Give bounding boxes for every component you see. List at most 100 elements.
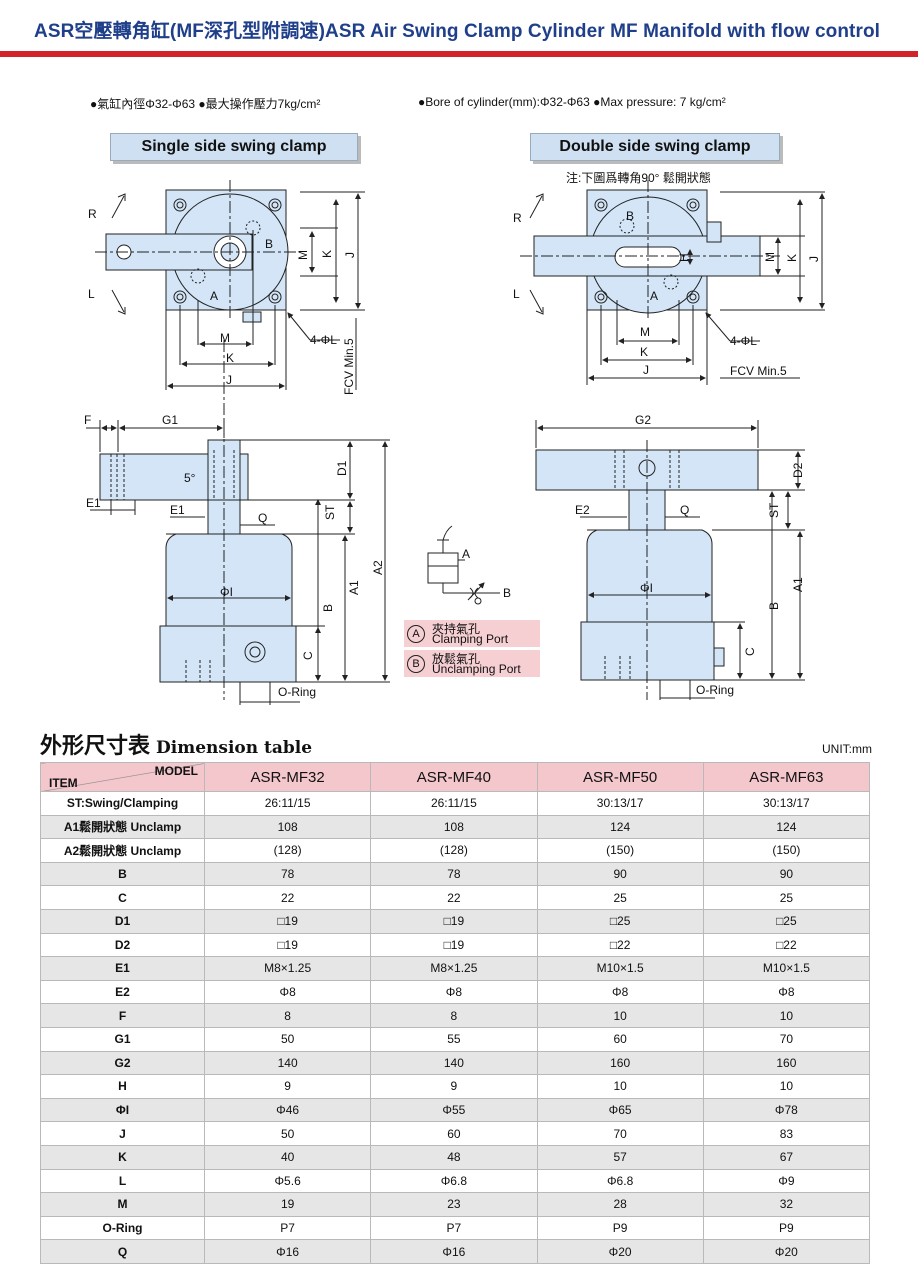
dim-a1-double: A1 bbox=[791, 577, 805, 592]
table-cell: (150) bbox=[536, 838, 704, 863]
table-cell: Φ65 bbox=[536, 1097, 704, 1123]
dim-l-double: L bbox=[513, 287, 520, 301]
table-cell: □19 bbox=[370, 908, 538, 934]
dim-g2: G2 bbox=[635, 413, 651, 427]
table-cell: 78 bbox=[370, 861, 538, 887]
table-cell: 67 bbox=[702, 1144, 871, 1170]
dim-e1-b: E1 bbox=[170, 503, 185, 517]
legend-a-en: Clamping Port bbox=[432, 632, 509, 646]
model-header: ASR-MF40 bbox=[370, 762, 538, 792]
table-cell: □25 bbox=[702, 908, 871, 934]
dim-d1: D1 bbox=[335, 460, 349, 476]
table-cell: 9 bbox=[203, 1074, 372, 1099]
table-cell: Φ8 bbox=[702, 979, 871, 1005]
table-cell: 60 bbox=[370, 1121, 538, 1146]
double-clamp-note: 注:下圖爲轉角90° 鬆開狀態 bbox=[566, 171, 711, 185]
dim-c-double: C bbox=[743, 647, 757, 656]
port-a-double: A bbox=[650, 289, 658, 303]
table-title-cn: 外形尺寸表 bbox=[40, 733, 151, 759]
port-b-double: B bbox=[626, 209, 634, 223]
model-header: ASR-MF63 bbox=[702, 762, 871, 792]
dim-st-double: ST bbox=[767, 502, 781, 518]
table-cell: 25 bbox=[702, 885, 871, 910]
table-cell: 32 bbox=[702, 1192, 871, 1217]
table-cell: 8 bbox=[203, 1003, 372, 1028]
dim-j-single-v: J bbox=[343, 252, 357, 258]
table-cell: 90 bbox=[536, 861, 704, 887]
table-cell: 10 bbox=[536, 1074, 704, 1099]
dim-phi-double: ΦI bbox=[640, 581, 653, 595]
page-title: ASR空壓轉角缸(MF深孔型附調速)ASR Air Swing Clamp Cy… bbox=[34, 21, 881, 42]
dim-r-double: R bbox=[513, 211, 522, 225]
model-header: ASR-MF50 bbox=[536, 762, 704, 792]
table-cell: □25 bbox=[536, 908, 704, 934]
dim-k-double-v: K bbox=[785, 254, 799, 262]
table-cell: 10 bbox=[536, 1003, 704, 1028]
dim-m-double: M bbox=[640, 325, 650, 339]
row-item-label: D1 bbox=[40, 908, 205, 934]
row-item-label: ΦI bbox=[40, 1097, 205, 1123]
table-cell: 124 bbox=[536, 814, 704, 840]
dim-l-single: L bbox=[88, 287, 95, 301]
row-item-label: O-Ring bbox=[40, 1215, 205, 1241]
table-cell: Φ5.6 bbox=[203, 1168, 372, 1194]
table-cell: 124 bbox=[702, 814, 871, 840]
dim-j-double: J bbox=[643, 363, 649, 377]
spec-left: ●氣缸內徑Φ32-Φ63 ●最大操作壓力7kg/cm² bbox=[90, 97, 321, 111]
table-cell: 70 bbox=[536, 1121, 704, 1146]
dim-j-single: J bbox=[226, 373, 232, 387]
corner-item-label: ITEM bbox=[49, 776, 78, 790]
table-cell: Φ46 bbox=[203, 1097, 372, 1123]
technical-drawing: R L M K J 4-ΦL B A M K J FCV Min.5 R L M… bbox=[84, 180, 825, 705]
single-cylinder-body bbox=[165, 533, 293, 627]
table-cell: 70 bbox=[702, 1026, 871, 1052]
table-cell: 28 bbox=[536, 1192, 704, 1217]
dim-phi-single: ΦI bbox=[220, 585, 233, 599]
corner-model-label: MODEL bbox=[154, 764, 198, 778]
dim-k-double: K bbox=[640, 345, 648, 359]
row-item-label: C bbox=[40, 885, 205, 910]
table-cell: 140 bbox=[203, 1050, 372, 1076]
table-cell: P7 bbox=[370, 1215, 538, 1241]
legend-b-en: Unclamping Port bbox=[432, 662, 521, 676]
table-cell: 57 bbox=[536, 1144, 704, 1170]
row-item-label: L bbox=[40, 1168, 205, 1194]
table-cell: 40 bbox=[203, 1144, 372, 1170]
table-cell: 140 bbox=[370, 1050, 538, 1076]
oring-double: O-Ring bbox=[696, 683, 734, 697]
table-cell: 30:13/17 bbox=[702, 791, 871, 816]
table-cell: Φ78 bbox=[702, 1097, 871, 1123]
table-cell: 19 bbox=[203, 1192, 372, 1217]
table-cell: 23 bbox=[370, 1192, 538, 1217]
dimension-table: MODEL ITEM ASR-MF32 ASR-MF40 ASR-MF50 AS… bbox=[40, 762, 871, 1264]
table-cell: 60 bbox=[536, 1026, 704, 1052]
table-cell: (128) bbox=[203, 838, 372, 863]
table-cell: (128) bbox=[370, 838, 538, 863]
table-cell: □19 bbox=[203, 932, 372, 958]
port-a-single: A bbox=[210, 289, 218, 303]
table-cell: 9 bbox=[370, 1074, 538, 1099]
row-item-label: Q bbox=[40, 1239, 205, 1264]
table-cell: M8×1.25 bbox=[370, 956, 538, 981]
dim-j-double-v: J bbox=[807, 256, 821, 262]
dim-m-single-v: M bbox=[296, 250, 310, 260]
dim-c-single: C bbox=[301, 651, 315, 660]
dim-hole-double: 4-ΦL bbox=[730, 334, 757, 348]
table-cell: 55 bbox=[370, 1026, 538, 1052]
row-item-label: ST:Swing/Clamping bbox=[40, 791, 205, 816]
table-cell: 22 bbox=[203, 885, 372, 910]
dim-r-single: R bbox=[88, 207, 97, 221]
table-cell: Φ20 bbox=[536, 1239, 704, 1264]
dim-a1-single: A1 bbox=[347, 580, 361, 595]
table-cell: 50 bbox=[203, 1121, 372, 1146]
table-cell: □22 bbox=[536, 932, 704, 958]
dim-5deg: 5° bbox=[184, 471, 196, 485]
table-cell: 160 bbox=[702, 1050, 871, 1076]
